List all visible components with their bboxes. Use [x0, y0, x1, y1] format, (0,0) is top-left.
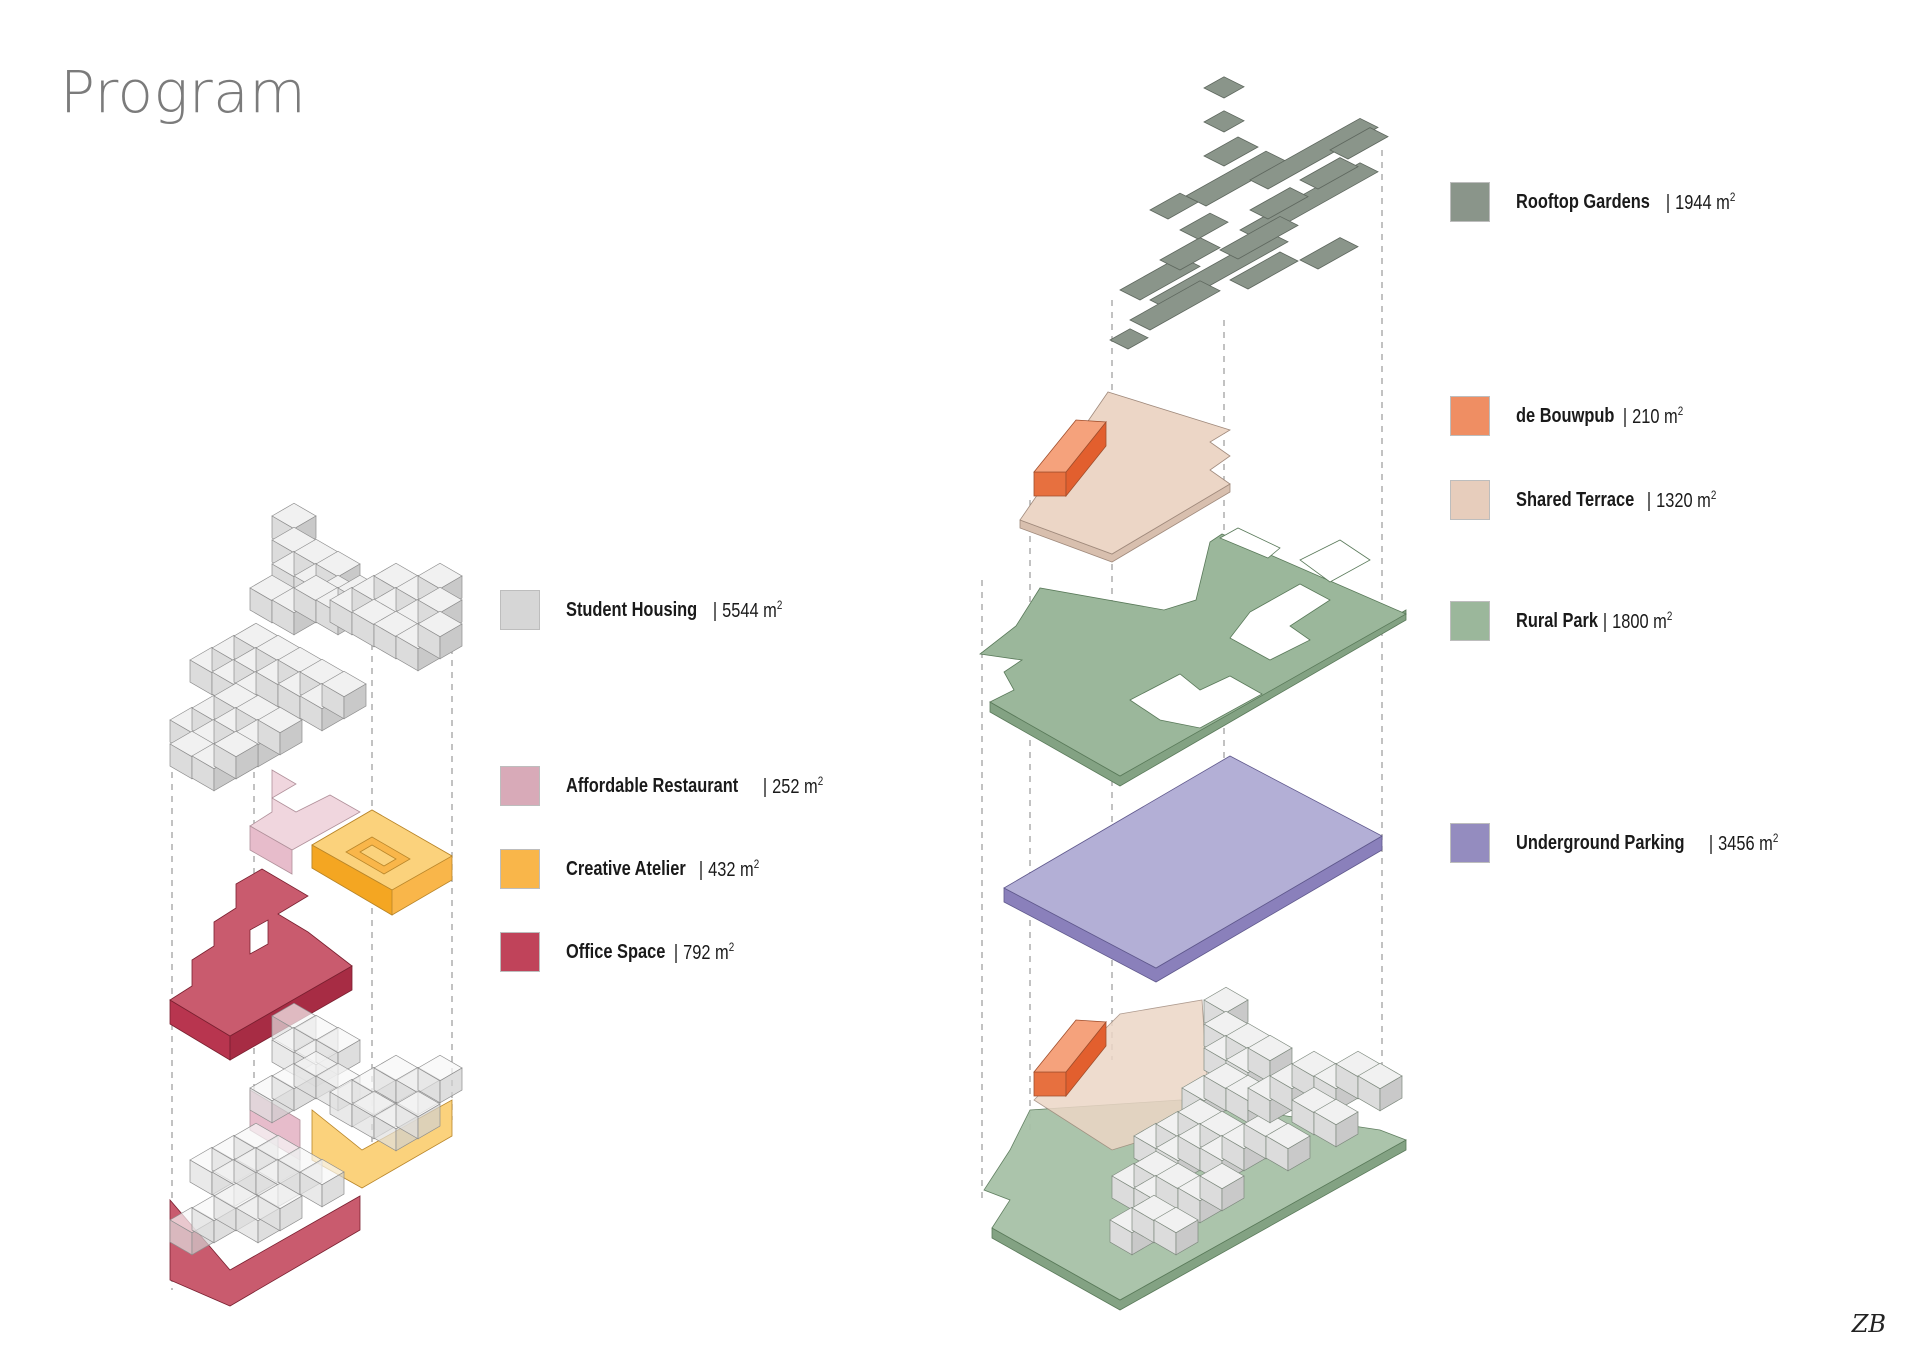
legend-item-office-space: Office Space |792 m2: [500, 932, 749, 972]
legend-swatch: [500, 849, 540, 889]
rooftop-tile: [1109, 328, 1149, 350]
legend-item-rural-park: Rural Park |1800 m2: [1450, 601, 1689, 641]
legend-area: 1800: [1612, 610, 1649, 633]
rooftop-tile: [1203, 136, 1259, 167]
rooftop-tile: [1149, 192, 1199, 220]
rooftop-gardens-volume: [1109, 76, 1389, 350]
housing-cube-face: [279, 719, 303, 756]
legend-swatch: [1450, 396, 1490, 436]
page-title: Program: [60, 58, 307, 126]
legend-swatch: [500, 766, 540, 806]
housing-cube-face: [1287, 1135, 1311, 1172]
signature-mark: ZB: [1851, 1310, 1886, 1338]
legend-item-student-housing: Student Housing |5544 m2: [500, 590, 799, 630]
housing-cube-face: [417, 1103, 441, 1140]
student-housing-volume-combined: [169, 1002, 463, 1256]
housing-cube-face: [439, 623, 463, 660]
affordable-restaurant-volume: [249, 769, 361, 875]
housing-cube-face: [1379, 1075, 1403, 1112]
legend-label: Student Housing: [566, 598, 698, 621]
housing-cube-face: [439, 1067, 463, 1104]
legend-area: 1320: [1656, 489, 1693, 512]
legend-label: Rooftop Gardens: [1516, 190, 1650, 213]
rooftop-tile: [1179, 212, 1229, 240]
rooftop-tile: [1219, 215, 1299, 260]
rooftop-tile: [1249, 117, 1379, 190]
rooftop-tile: [1203, 110, 1245, 133]
legend-label: Creative Atelier: [566, 857, 686, 880]
legend-label: Rural Park: [1516, 609, 1599, 632]
de-bouwpub-volume: [1033, 419, 1107, 498]
housing-cube-face: [321, 1171, 345, 1208]
legend-area: 3456: [1717, 832, 1755, 855]
legend-item-de-bouwpub: de Bouwpub |210 m2: [1450, 396, 1697, 436]
legend-swatch: [1450, 182, 1490, 222]
housing-cube-face: [279, 1195, 303, 1232]
legend-label: Shared Terrace: [1516, 488, 1635, 511]
legend-area: 1944: [1675, 191, 1712, 214]
housing-cube-face: [1175, 1219, 1199, 1256]
student-housing-volume: [169, 502, 463, 792]
rooftop-tile: [1299, 237, 1359, 270]
legend-area: 252: [772, 775, 800, 798]
rooftop-tile: [1329, 127, 1389, 160]
legend-swatch: [500, 932, 540, 972]
legend-area: 5544: [722, 599, 759, 622]
rooftop-tile: [1299, 157, 1359, 190]
legend-label: Underground Parking: [1516, 831, 1685, 854]
legend-area: 210: [1632, 405, 1660, 428]
legend-swatch: [1450, 823, 1490, 863]
rural-park-volume: [979, 527, 1407, 787]
creative-atelier-volume: [311, 809, 453, 916]
legend-swatch: [1450, 601, 1490, 641]
housing-cube-face: [1221, 1175, 1245, 1212]
rooftop-tile: [1203, 76, 1245, 99]
legend-item-rooftop-gardens: Rooftop Gardens |1944 m2: [1450, 182, 1752, 222]
rooftop-tile: [1229, 251, 1299, 290]
legend-item-creative-atelier: Creative Atelier |432 m2: [500, 849, 774, 889]
legend-label: Office Space: [566, 940, 666, 963]
housing-cube-face: [343, 683, 367, 720]
shared-terrace-volume: [1019, 391, 1231, 563]
legend-item-underground-parking: Underground Parking |3456 m2: [1450, 823, 1794, 863]
legend-item-shared-terrace: Shared Terrace |1320 m2: [1450, 480, 1733, 520]
legend-swatch: [500, 590, 540, 630]
rooftop-tile: [1249, 187, 1309, 220]
student-housing-volume-site: [1109, 986, 1403, 1256]
legend-area: 432: [708, 858, 736, 881]
underground-parking-volume: [1003, 755, 1383, 983]
rooftop-tile: [1159, 237, 1221, 271]
legend-area: 792: [683, 941, 711, 964]
housing-cube-face: [235, 743, 259, 780]
legend-label: de Bouwpub: [1516, 404, 1615, 427]
legend-item-affordable-restaurant: Affordable Restaurant |252 m2: [500, 766, 838, 806]
rooftop-tile: [1129, 280, 1221, 331]
legend-swatch: [1450, 480, 1490, 520]
legend-label: Affordable Restaurant: [566, 774, 739, 797]
housing-cube-face: [1335, 1111, 1359, 1148]
